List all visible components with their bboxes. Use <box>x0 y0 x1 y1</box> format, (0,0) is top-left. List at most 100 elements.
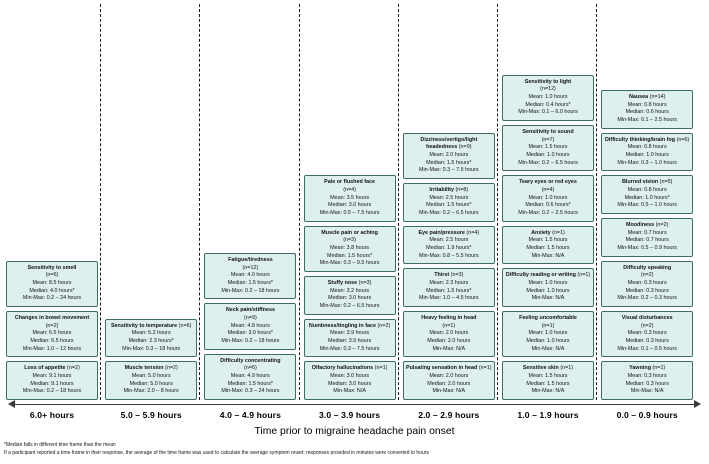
symptom-minmax: Min-Max: 0.3 – 7.5 hours <box>418 167 479 174</box>
footnotes: *Median falls in different time frame th… <box>4 441 704 457</box>
symptom-title: Moodiness (n=2) <box>604 222 690 230</box>
symptom-minmax: Min-Max: 0.2 – 2.5 hours <box>518 209 578 216</box>
symptom-sample-size: (n=2) <box>640 272 654 279</box>
symptom-column: Sensitivity to smell(n=6)Mean: 8.5 hours… <box>6 4 98 400</box>
symptom-mean: Mean: 1.0 hours <box>528 194 568 201</box>
symptom-name: Changes in bowel movement <box>14 314 90 321</box>
symptom-name: Muscle pain or aching <box>321 229 378 236</box>
symptom-title: Pulsating sensation in head (n=1) <box>406 365 492 373</box>
column-divider <box>596 4 598 400</box>
symptom-sample-size: (n=2) <box>163 365 178 372</box>
symptom-mean: Mean: 2.5 hours <box>429 194 469 201</box>
symptom-minmax: Min-Max: 0.1 – 0.5 hours <box>617 345 677 352</box>
symptom-name: Irritability <box>429 186 454 193</box>
symptom-median: Median: 0.6 hours* <box>525 202 571 209</box>
symptom-sample-size: (n=6) <box>675 136 690 143</box>
symptom-mean: Mean: 3.8 hours <box>330 244 370 251</box>
symptom-median: Median: 1.5 hours* <box>426 159 472 166</box>
symptom-median: Median: 2.0 hours <box>427 380 471 387</box>
symptom-box: Sensitivity to light(n=12)Mean: 1.0 hour… <box>502 74 594 121</box>
symptom-box: Pale or flushed face(n=4)Mean: 3.5 hours… <box>303 175 396 222</box>
axis-tick-label: 3.0 – 3.9 hours <box>318 410 381 420</box>
symptom-column: Sensitivity to light(n=12)Mean: 1.0 hour… <box>502 4 594 400</box>
symptom-sample-size: (n=4) <box>343 186 356 193</box>
symptom-title: Yawning (n=1) <box>604 365 690 373</box>
symptom-sample-size: (n=3) <box>343 237 356 244</box>
symptom-mean: Mean: 0.3 hours <box>627 372 667 379</box>
symptom-minmax: Min-Max: N/A <box>432 345 466 352</box>
symptom-sample-size: (n=2) <box>45 322 59 329</box>
footnote-timeframe: If a participant reported a time frame i… <box>4 450 429 457</box>
symptom-sample-size: (n=6) <box>177 322 192 329</box>
symptom-median: Median: 3.0 hours* <box>227 330 274 337</box>
symptom-median: Median: 1.0 hours* <box>624 194 670 201</box>
symptom-minmax: Min-Max: 0.1 – 2.5 hours <box>617 116 677 123</box>
symptom-name: Sensitivity to light <box>524 78 572 85</box>
symptom-minmax: Min-Max: 0.2 – 18 hours <box>221 287 280 294</box>
symptom-sample-size: (n=14) <box>648 93 666 100</box>
symptom-title: Difficulty reading or writing (n=1) <box>505 272 591 280</box>
symptom-name: Numbness/tingling in face <box>308 322 377 329</box>
axis-tick-label: 6.0+ hours <box>29 410 75 420</box>
symptom-median: Median: 6.5 hours <box>30 337 74 344</box>
symptom-median: Median: 3.0 hours <box>328 202 372 209</box>
symptom-sample-size: (n=12) <box>242 264 259 271</box>
column-divider <box>100 4 102 400</box>
symptom-box: Feeling uncomfortable(n=1)Mean: 1.0 hour… <box>502 310 594 358</box>
symptom-title: Numbness/tingling in face (n=2) <box>307 323 393 331</box>
symptom-name: Eye pain/pressure <box>418 229 465 236</box>
symptom-name: Pulsating sensation in head <box>406 365 478 372</box>
symptom-name: Thirst <box>434 272 450 279</box>
symptom-box: Changes in bowel movement (n=2)Mean: 6.5… <box>6 310 98 358</box>
symptom-mean: Mean: 0.8 hours <box>627 144 667 151</box>
symptom-minmax: Min-Max: N/A <box>531 345 565 352</box>
symptom-title: Changes in bowel movement (n=2) <box>9 315 95 330</box>
symptom-median: Median: 1.5 hours <box>526 244 570 251</box>
symptom-minmax: Min-Max: 0.3 – 1.0 hours <box>617 159 677 166</box>
symptom-name: Muscle tension <box>124 365 164 372</box>
symptom-median: Median: 0.3 hours <box>625 337 669 344</box>
symptom-title: Dizziness/vertigo/light headedness (n=9) <box>406 137 492 152</box>
symptom-minmax: Min-Max: N/A <box>333 388 366 395</box>
symptom-minmax: Min-Max: 0.5 – 1.0 hours <box>617 202 677 209</box>
symptom-name: Blurred vision <box>621 179 659 186</box>
symptom-title: Anxiety (n=1) <box>505 230 591 238</box>
symptom-title: Sensitivity to temperature (n=6) <box>108 323 194 331</box>
symptom-median: Median: 0.3 hours <box>625 380 669 387</box>
symptom-mean: Mean: 4.8 hours <box>230 322 270 329</box>
symptom-title: Loss of appetite (n=2) <box>9 365 95 373</box>
symptom-minmax: Min-Max: 0.8 – 5.5 hours <box>418 252 479 259</box>
symptom-column: Dizziness/vertigo/light headedness (n=9)… <box>402 4 495 400</box>
symptom-mean: Mean: 2.3 hours <box>429 279 469 286</box>
symptom-sample-size: (n=3) <box>357 279 372 286</box>
symptom-minmax: Min-Max: 0.1 – 6.0 hours <box>518 109 578 116</box>
symptom-mean: Mean: 1.5 hours <box>528 237 568 244</box>
symptom-median: Median: 1.5 hours* <box>227 279 274 286</box>
symptom-name: Loss of appetite <box>24 365 66 372</box>
symptom-minmax: Min-Max: 1.0 – 12 hours <box>22 345 82 352</box>
symptom-mean: Mean: 0.8 hours <box>627 101 667 108</box>
symptom-median: Median: 0.3 hours <box>625 287 669 294</box>
symptom-title: Blurred vision (n=5) <box>604 179 690 187</box>
symptom-minmax: Min-Max: 0.2 – 24 hours <box>22 295 82 302</box>
symptom-name: Difficulty speaking <box>623 264 672 271</box>
symptom-mean: Mean: 0.8 hours <box>627 186 667 193</box>
symptom-mean: Mean: 3.5 hours <box>330 194 370 201</box>
symptom-sample-size: (n=1) <box>477 365 492 372</box>
column-divider <box>497 4 498 400</box>
symptom-sample-size: (n=1) <box>541 322 555 329</box>
symptom-minmax: Min-Max: 0.2 – 6.5 hours <box>319 302 380 309</box>
symptom-mean: Mean: 1.0 hours <box>528 330 568 337</box>
symptom-median: Median: 1.0 hours <box>526 287 570 294</box>
symptom-title: Stuffy nose (n=3) <box>307 280 393 288</box>
symptom-median: Median: 4.0 hours* <box>29 287 75 294</box>
